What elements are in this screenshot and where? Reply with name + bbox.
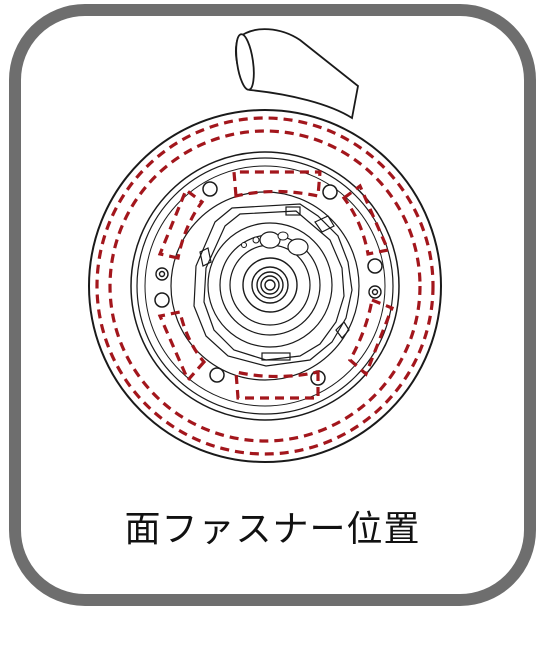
mount-plate [193, 203, 353, 367]
fastener-outline-rings [95, 116, 435, 456]
fastener-outline-pads [157, 170, 395, 400]
screw-icon [155, 267, 382, 299]
screw-hole-icon [154, 181, 383, 386]
lens-assembly [207, 222, 333, 348]
cable [235, 28, 359, 120]
caption-label: 面ファスナー位置 [124, 509, 421, 550]
